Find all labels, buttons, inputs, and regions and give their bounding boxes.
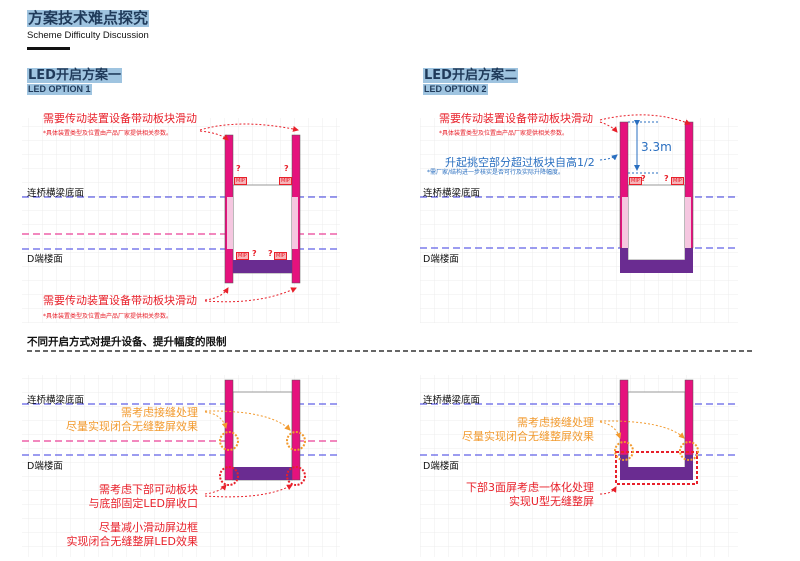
floor-level-label: D端楼面 <box>423 254 459 265</box>
question-mark: ? <box>268 249 273 258</box>
option2-subtitle: LED OPTION 2 <box>423 84 488 95</box>
led-column-right <box>684 379 694 456</box>
frame-note-line2: 实现闭合无缝整屏LED效果 <box>66 535 198 548</box>
u-shape-note-line1: 下部3面屏考虑一体化处理 <box>466 481 594 494</box>
seam-highlight <box>679 441 699 461</box>
seam-note: 需考虑接缝处理 尽量实现闭合无缝整屏效果 <box>462 416 594 444</box>
option1-title: LED开启方案一 <box>27 68 122 83</box>
arrow <box>599 121 618 133</box>
diagram-bottom-right <box>420 379 738 495</box>
beam-level-label: 连桥横梁底面 <box>423 395 481 406</box>
arrow <box>199 123 299 132</box>
panel-note: 需考虑下部可动板块 与底部固定LED屏收口 <box>88 483 198 511</box>
beam-level-label: 连桥横梁底面 <box>27 188 85 199</box>
mip-tag: MIP <box>279 177 292 185</box>
joint-highlight <box>286 466 306 486</box>
drive-note: 需要传动装置设备带动板块滑动 <box>43 112 197 125</box>
lift-note: 升起挑空部分超过板块自高1/2 <box>445 156 595 169</box>
frame <box>232 391 293 481</box>
led-column-right <box>291 379 301 481</box>
panel-note-line1: 需考虑下部可动板块 <box>99 483 198 496</box>
arrow <box>204 411 228 429</box>
floor-level-label: D端楼面 <box>423 461 459 472</box>
led-column-left <box>224 379 234 481</box>
seam-note-line2: 尽量实现闭合无缝整屏效果 <box>462 430 594 443</box>
ghost-right <box>685 197 691 248</box>
seam-note: 需考虑接缝处理 尽量实现闭合无缝整屏效果 <box>66 406 198 434</box>
drive-note: 需要传动装置设备带动板块滑动 <box>439 112 593 125</box>
beam-level-label: 连桥横梁底面 <box>423 188 481 199</box>
option1-subtitle: LED OPTION 1 <box>27 84 92 95</box>
ghost-left <box>622 197 628 248</box>
drive-subnote: *具体装置类型及位置由产品厂家提供相关参数。 <box>43 130 173 137</box>
seam-highlight <box>286 431 306 451</box>
u-shape-note: 下部3面屏考虑一体化处理 实现U型无缝整屏 <box>466 481 594 509</box>
diagram-bottom-left <box>22 379 340 498</box>
joint-highlight <box>219 466 239 486</box>
question-mark: ? <box>664 174 669 183</box>
arrow <box>204 287 229 301</box>
mip-tag: MIP <box>234 177 247 185</box>
panel-note-line2: 与底部固定LED屏收口 <box>88 497 198 510</box>
option2-title: LED开启方案二 <box>423 68 518 83</box>
arrow <box>599 421 622 439</box>
seam-note-line1: 需考虑接缝处理 <box>517 416 594 429</box>
bottom-panel <box>233 260 292 273</box>
arrow <box>204 484 227 495</box>
frame <box>627 391 686 469</box>
led-column-left <box>619 379 629 456</box>
drive-subnote: *具体装置类型及位置由产品厂家提供相关参数。 <box>43 313 173 320</box>
u-highlight <box>615 451 698 485</box>
arrow <box>599 486 617 495</box>
frame <box>627 184 686 261</box>
u-shape-note-line2: 实现U型无缝整屏 <box>508 495 594 508</box>
seam-note-line2: 尽量实现闭合无缝整屏效果 <box>66 420 198 433</box>
mip-tag: MIP <box>274 252 287 260</box>
u-panel <box>620 455 693 480</box>
lift-subnote: *需厂家/结构进一步核实是否可行及实际升降幅度。 <box>427 169 565 176</box>
mip-tag: MIP <box>671 177 684 185</box>
arrow <box>599 420 685 439</box>
arrow <box>204 410 291 431</box>
seam-highlight <box>219 431 239 451</box>
question-mark: ? <box>284 164 289 173</box>
u-panel <box>620 248 693 273</box>
mip-tag: MIP <box>629 177 642 185</box>
question-mark: ? <box>252 249 257 258</box>
floor-level-label: D端楼面 <box>27 461 63 472</box>
seam-highlight <box>614 441 634 461</box>
height-dimension: 3.3m <box>641 140 672 154</box>
beam-level-label: 连桥横梁底面 <box>27 395 85 406</box>
frame-note-line1: 尽量减小滑动屏边框 <box>99 521 198 534</box>
arrow <box>599 154 618 161</box>
drive-note: 需要传动装置设备带动板块滑动 <box>43 294 197 307</box>
title-underline <box>27 47 70 50</box>
section-title: 不同开启方式对提升设备、提升幅度的限制 <box>27 336 227 348</box>
question-mark: ? <box>236 164 241 173</box>
ghost-left <box>227 197 233 249</box>
floor-level-label: D端楼面 <box>27 254 63 265</box>
mip-tag: MIP <box>236 252 249 260</box>
frame-note: 尽量减小滑动屏边框 实现闭合无缝整屏LED效果 <box>66 521 198 549</box>
arrow <box>599 114 691 125</box>
arrow <box>204 287 297 303</box>
bottom-panel <box>233 467 292 480</box>
page-title: 方案技术难点探究 <box>27 9 150 27</box>
arrow <box>199 130 229 141</box>
drive-subnote: *具体装置类型及位置由产品厂家提供相关参数。 <box>439 130 569 137</box>
seam-note-line1: 需考虑接缝处理 <box>121 406 198 419</box>
question-mark: ? <box>641 174 646 183</box>
diagram-option2 <box>420 114 738 273</box>
page-subtitle: Scheme Difficulty Discussion <box>27 30 149 41</box>
ghost-right <box>292 197 298 249</box>
